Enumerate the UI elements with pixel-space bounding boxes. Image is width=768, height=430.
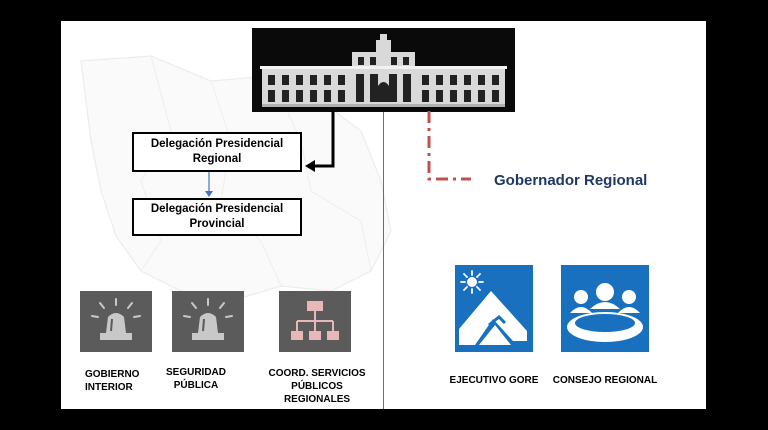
delegacion-provincial-label: Delegación Presidencial Provincial xyxy=(150,203,284,230)
coord-servicios-label: COORD. SERVICIOS PÚBLICOS REGIONALES xyxy=(268,368,366,405)
arrow-to-delegacion-regional xyxy=(305,111,335,172)
gobierno-interior-label: GOBIERNO INTERIOR xyxy=(85,369,140,393)
gobernador-regional-title: Gobernador Regional xyxy=(494,172,648,189)
delegacion-regional-box: Delegación Presidencial Regional xyxy=(132,132,302,172)
gobierno-interior-tile xyxy=(80,291,152,352)
siren-icon xyxy=(91,298,141,340)
consejo-regional-label: CONSEJO REGIONAL xyxy=(552,375,658,386)
ejecutivo-gore-label: EJECUTIVO GORE xyxy=(449,375,539,386)
coord-servicios-tile xyxy=(279,291,351,352)
meeting-table-icon xyxy=(567,283,643,342)
seguridad-publica-label: SEGURIDAD PÚBLICA xyxy=(165,367,226,391)
consejo-regional-tile xyxy=(561,265,649,352)
ejecutivo-gore-tile xyxy=(455,265,533,352)
map-background xyxy=(80,55,392,302)
org-chart-icon xyxy=(291,301,339,340)
seguridad-publica-tile xyxy=(172,291,244,352)
sun-mountain-icon xyxy=(459,270,527,345)
divider-line xyxy=(383,112,384,409)
delegacion-provincial-box: Delegación Presidencial Provincial xyxy=(132,198,302,236)
siren-icon xyxy=(183,298,233,340)
delegacion-regional-label: Delegación Presidencial Regional xyxy=(150,138,284,165)
slide: Delegación Presidencial Regional Delegac… xyxy=(61,21,706,409)
arrow-regional-to-provincial xyxy=(205,172,213,197)
palacio-la-moneda-icon xyxy=(252,28,515,112)
dashdot-connector xyxy=(427,111,471,181)
